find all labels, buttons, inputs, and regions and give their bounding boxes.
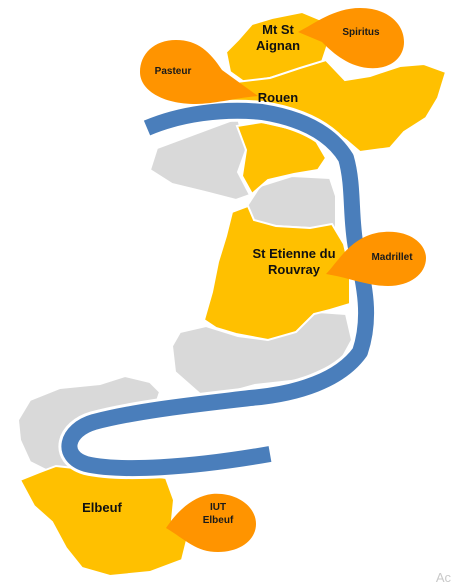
- label-st-etienne-du-rouvray: St Etienne du Rouvray: [252, 246, 336, 277]
- iut-elbeuf-bubble: [166, 493, 256, 552]
- area-elbeuf: [18, 464, 190, 578]
- label-madrillet: Madrillet: [371, 252, 413, 263]
- label-elbeuf: Elbeuf: [82, 500, 122, 515]
- spiritus-bubble: [298, 8, 404, 69]
- area-st-etienne-du-rouvray: [202, 204, 351, 342]
- pasteur-bubble: [140, 40, 258, 104]
- label-iut-elbeuf: IUT Elbeuf: [202, 502, 234, 526]
- madrillet-bubble: [326, 231, 426, 286]
- label-mt-st-aignan: Mt St Aignan: [255, 22, 301, 53]
- label-rouen: Rouen: [257, 90, 299, 105]
- label-pasteur: Pasteur: [154, 66, 192, 77]
- label-spiritus: Spiritus: [342, 27, 380, 38]
- seine-river: [61, 102, 375, 477]
- watermark: Ac: [435, 570, 451, 585]
